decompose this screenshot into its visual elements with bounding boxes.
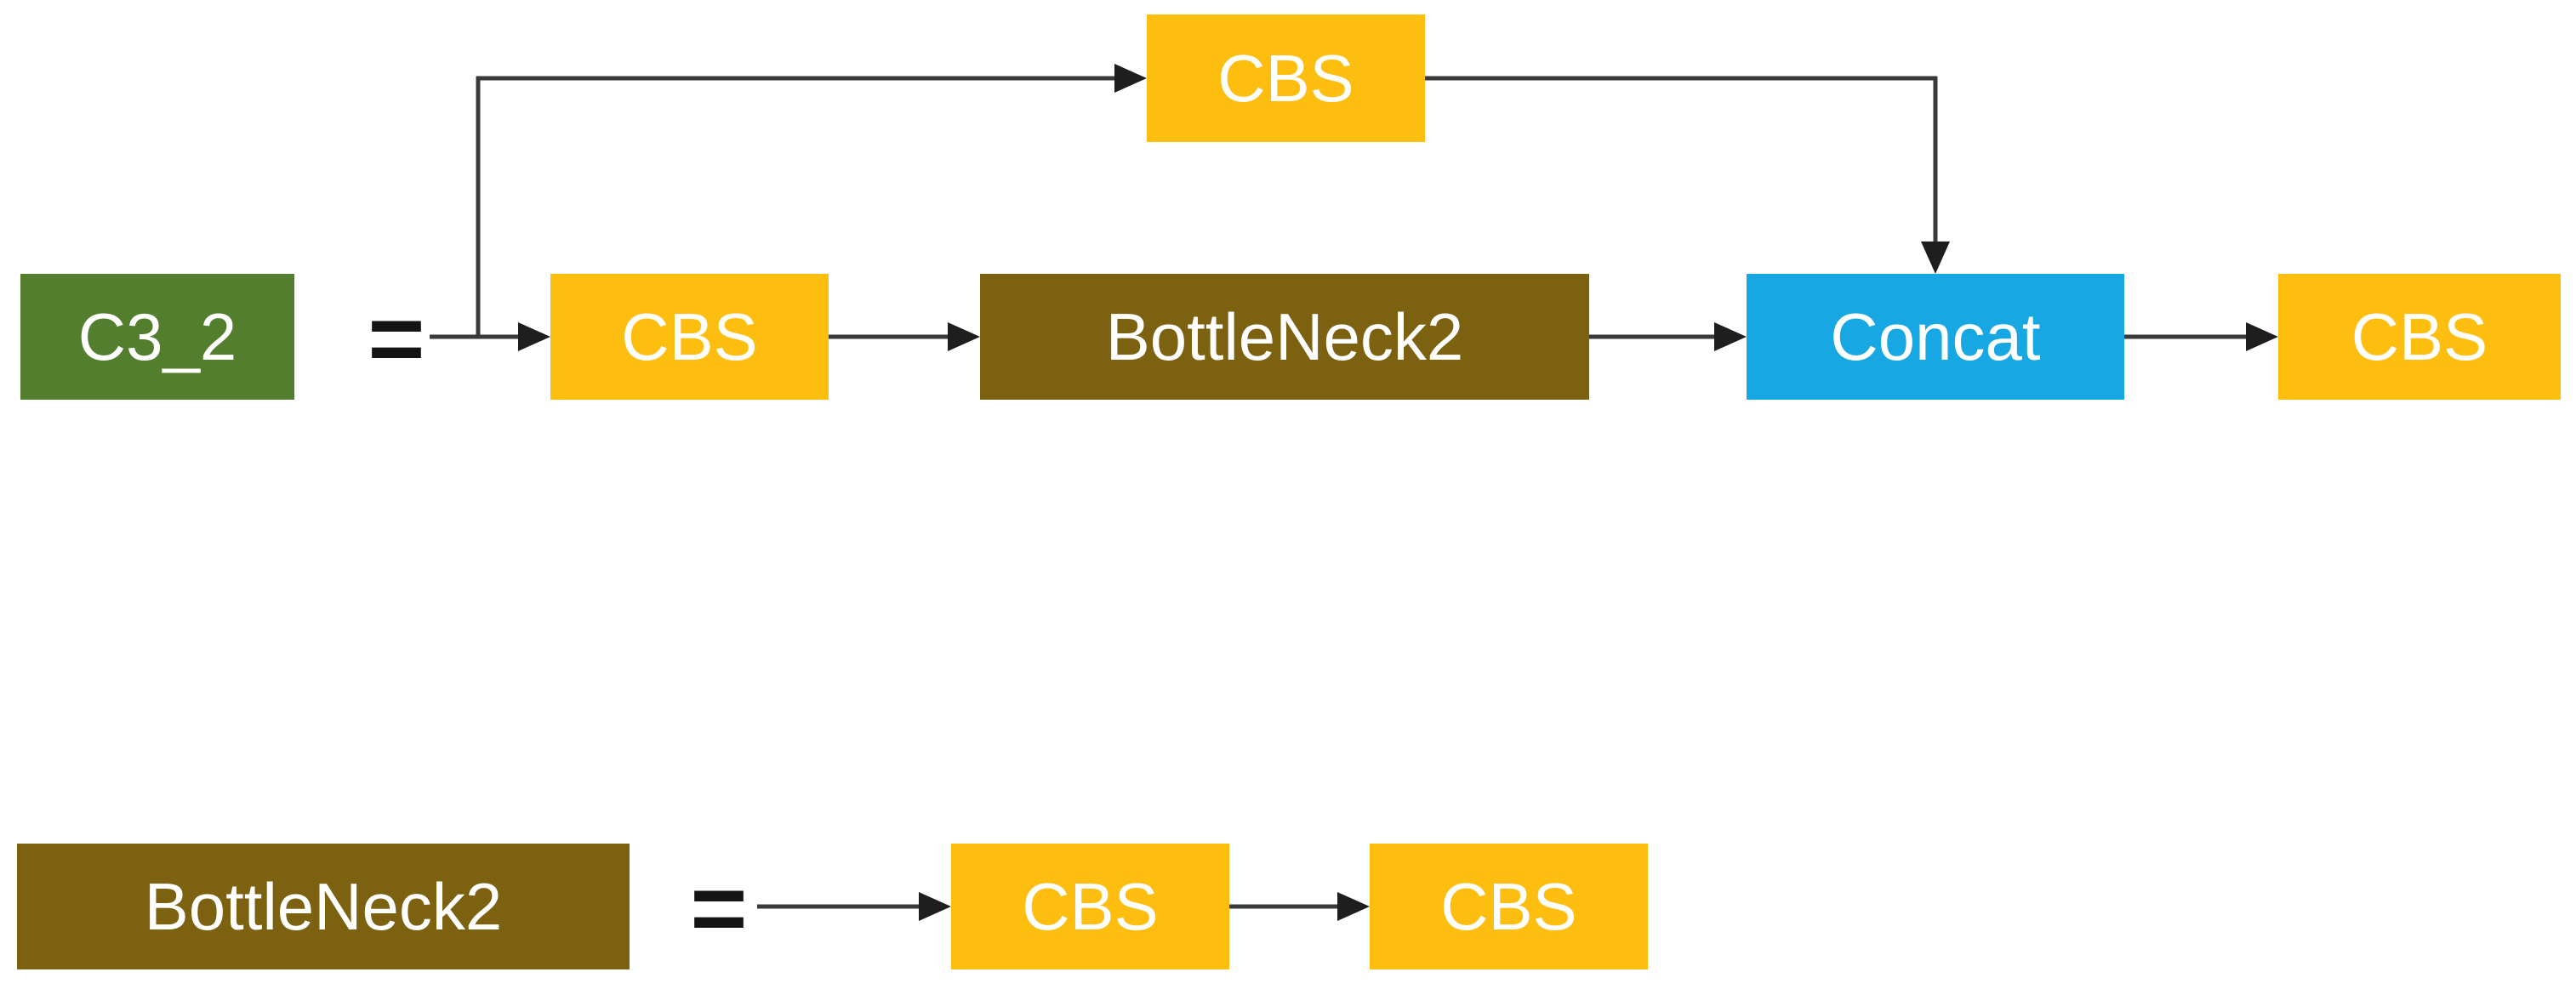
arrowhead-into-cbs-def-2 [1337,892,1370,921]
equals-sign-bottom: = [690,854,748,963]
node-cbs-def-2: CBS [1370,844,1648,969]
arrowhead-into-bottleneck [948,322,980,351]
node-cbs-out: CBS [2278,274,2561,400]
equals-sign-main: = [368,284,425,394]
node-bottleneck2-definition: BottleNeck2 [17,844,630,969]
node-concat: Concat [1747,274,2124,400]
arrowhead-into-concat [1714,322,1747,351]
arrowhead-into-cbs-out [2246,322,2278,351]
arrowhead-into-cbs-in [518,322,550,351]
arrowhead-into-concat-top [1921,242,1950,274]
arrowhead-into-cbs-def-1 [919,892,951,921]
node-bottleneck2-main: BottleNeck2 [980,274,1589,400]
node-cbs-in: CBS [550,274,829,400]
node-c3-2: C3_2 [20,274,294,400]
node-cbs-top-branch: CBS [1147,14,1425,142]
node-cbs-def-1: CBS [951,844,1229,969]
arrowhead-into-cbs-top [1114,64,1147,93]
